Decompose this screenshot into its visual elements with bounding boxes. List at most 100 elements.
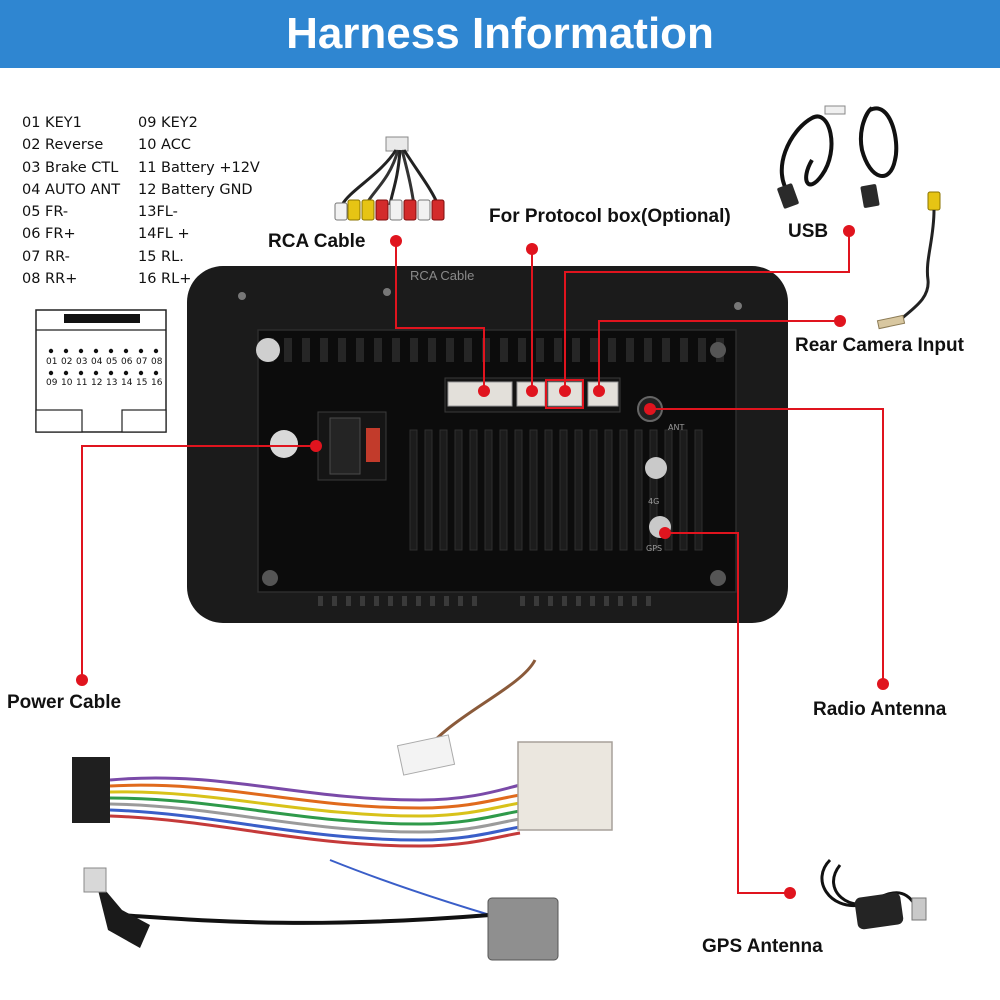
heatsink-fin [664, 429, 673, 551]
vent-slot [548, 596, 553, 606]
vent-slot [604, 596, 609, 606]
title-banner: Harness Information [0, 0, 1000, 68]
heatsink-fin [608, 338, 616, 362]
pin-label: 16 RL+ [138, 271, 192, 288]
radio-antenna-label: Radio Antenna [813, 699, 947, 720]
4g-port-print: 4G [648, 497, 659, 506]
power-cable-label: Power Cable [7, 692, 122, 713]
heatsink-fin [302, 338, 310, 362]
pin-number: 05 [106, 357, 117, 367]
pin-dot [78, 370, 84, 376]
heatsink-fin [500, 338, 508, 362]
heatsink-fin [428, 338, 436, 362]
heatsink-fin [644, 338, 652, 362]
gps-antenna-label: GPS Antenna [702, 936, 823, 957]
vent-slot [520, 596, 525, 606]
pin-label: 02 Reverse [22, 137, 104, 154]
head-unit-back-panel: ANT 4G GPS [187, 266, 788, 623]
gps-port-print: GPS [646, 544, 662, 553]
heatsink-fin [554, 338, 562, 362]
pin-dot [153, 370, 159, 376]
heatsink-fin [572, 338, 580, 362]
rca-cable-illustration [334, 136, 445, 221]
vent-slot [576, 596, 581, 606]
heatsink-fin [589, 429, 598, 551]
power-callout-dot [76, 674, 88, 686]
usb-cable-illustration [777, 105, 899, 209]
heatsink-fin [454, 429, 463, 551]
heatsink-fin [514, 429, 523, 551]
pin-label: 15 RL. [138, 248, 184, 265]
vent-slot [346, 596, 351, 606]
pinout-list-left: 01 KEY1 02 Reverse 03 Brake CTL 04 AUTO … [22, 112, 120, 290]
heatsink-fin [392, 338, 400, 362]
vent-slot [332, 596, 337, 606]
pin-dot [108, 370, 114, 376]
vent-slot [632, 596, 637, 606]
heatsink-fin [529, 429, 538, 551]
power-port-dot [310, 440, 322, 452]
pin-label: 12 Battery GND [138, 181, 253, 198]
heatsink-fin [649, 429, 658, 551]
heatsink-fin [409, 429, 418, 551]
camera-callout-dot [834, 315, 846, 327]
pin-label: 11 Battery +12V [138, 159, 260, 176]
heatsink-fin [482, 338, 490, 362]
pin-number: 04 [91, 357, 103, 367]
heatsink-fin [604, 429, 613, 551]
heatsink-fin [374, 338, 382, 362]
vent-slot [388, 596, 393, 606]
pin-dot [63, 370, 69, 376]
heatsink-fin [619, 429, 628, 551]
pin-label: 03 Brake CTL [22, 159, 119, 176]
pin-label: 04 AUTO ANT [22, 181, 121, 198]
pin-number: 12 [91, 378, 102, 388]
vent-slot [458, 596, 463, 606]
pin-number: 15 [136, 378, 147, 388]
usb-label: USB [788, 221, 829, 242]
heatsink-fin [694, 429, 703, 551]
connector-pinout-diagram: 01 02 03 04 05 06 07 08 09 10 11 12 13 1… [35, 309, 167, 433]
heatsink-fin [439, 429, 448, 551]
rear-camera-cable-illustration [876, 191, 941, 330]
protocol-port-dot [526, 385, 538, 397]
vent-slot [534, 596, 539, 606]
vent-slot [472, 596, 477, 606]
vent-slot [402, 596, 407, 606]
pin-label: 14FL + [138, 226, 190, 243]
pin-dot [153, 348, 159, 354]
usb-callout-dot [843, 225, 855, 237]
pin-dot [138, 370, 144, 376]
pin-number: 14 [121, 378, 133, 388]
heatsink-fin [446, 338, 454, 362]
heatsink-fin [634, 429, 643, 551]
pin-number: 11 [76, 378, 87, 388]
pin-label: 06 FR+ [22, 226, 76, 243]
vent-slot [318, 596, 323, 606]
heatsink-fin [469, 429, 478, 551]
vent-slot [430, 596, 435, 606]
camera-port-dot [593, 385, 605, 397]
heatsink-fin [536, 338, 544, 362]
heatsink-fin [320, 338, 328, 362]
rca-port-dot [478, 385, 490, 397]
pin-label: 09 KEY2 [138, 115, 198, 131]
vent-slot [360, 596, 365, 606]
pin-number: 03 [76, 357, 87, 367]
pin-dot [123, 370, 129, 376]
pin-number: 07 [136, 357, 147, 367]
gps-callout-dot [784, 887, 796, 899]
rca-cable-label: RCA Cable [268, 231, 366, 252]
heatsink-fin [626, 338, 634, 362]
pin-number: 13 [106, 378, 117, 388]
pin-label: 07 RR- [22, 248, 70, 265]
pin-dot [48, 348, 54, 354]
vent-slot [444, 596, 449, 606]
page-title: Harness Information [286, 9, 714, 58]
callout-dots [76, 225, 889, 899]
pin-label: 01 KEY1 [22, 115, 82, 131]
pin-number: 08 [151, 357, 163, 367]
heatsink-fin [338, 338, 346, 362]
heatsink-fin [424, 429, 433, 551]
heatsink-fin [284, 338, 292, 362]
